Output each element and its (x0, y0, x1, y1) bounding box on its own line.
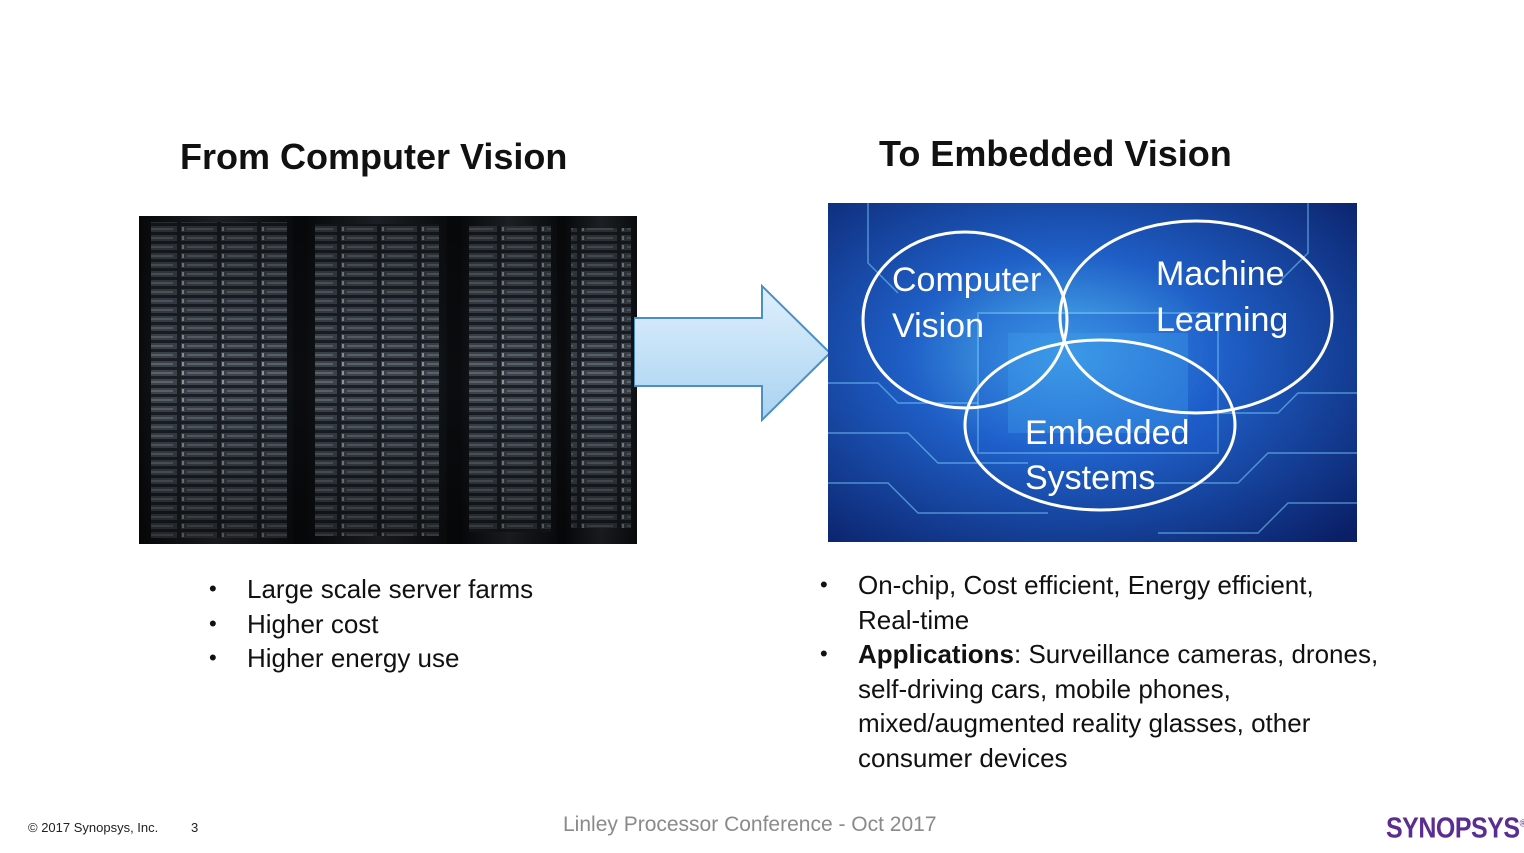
list-item: On-chip, Cost efficient, Energy efficien… (820, 568, 1380, 637)
left-title: From Computer Vision (180, 136, 568, 177)
list-item: Higher cost (209, 607, 669, 642)
venn-label-learning: Learning (1156, 301, 1288, 339)
bullet-bold-label: Applications (858, 639, 1015, 669)
synopsys-logo: SYNOPSYS® (1386, 812, 1524, 845)
right-title: To Embedded Vision (879, 133, 1232, 174)
list-item: Higher energy use (209, 641, 669, 676)
venn-label-computer: Computer (892, 261, 1041, 299)
logo-text: SYNOPSYS (1386, 812, 1520, 845)
footer-copyright: © 2017 Synopsys, Inc. (28, 820, 159, 835)
footer-conference: Linley Processor Conference - Oct 2017 (563, 813, 937, 836)
left-bullet-list: Large scale server farms Higher cost Hig… (209, 572, 669, 676)
venn-label-machine: Machine (1156, 255, 1285, 293)
venn-label-embedded: Embedded (1025, 414, 1189, 452)
page-number: 3 (191, 820, 199, 835)
server-farm-image (139, 216, 637, 544)
bullet-text: : Surveillance cameras, drones, self-dri… (858, 639, 1379, 773)
bullet-text: On-chip, Cost efficient, Energy efficien… (858, 570, 1314, 635)
list-item: Applications: Surveillance cameras, dron… (820, 637, 1380, 775)
right-arrow-icon (634, 284, 832, 422)
embedded-vision-venn-image: Computer Vision Machine Learning Embedde… (828, 203, 1357, 542)
venn-label-systems: Systems (1025, 459, 1155, 497)
list-item: Large scale server farms (209, 572, 669, 607)
venn-label-vision: Vision (892, 307, 984, 345)
right-bullet-list: On-chip, Cost efficient, Energy efficien… (820, 568, 1380, 775)
